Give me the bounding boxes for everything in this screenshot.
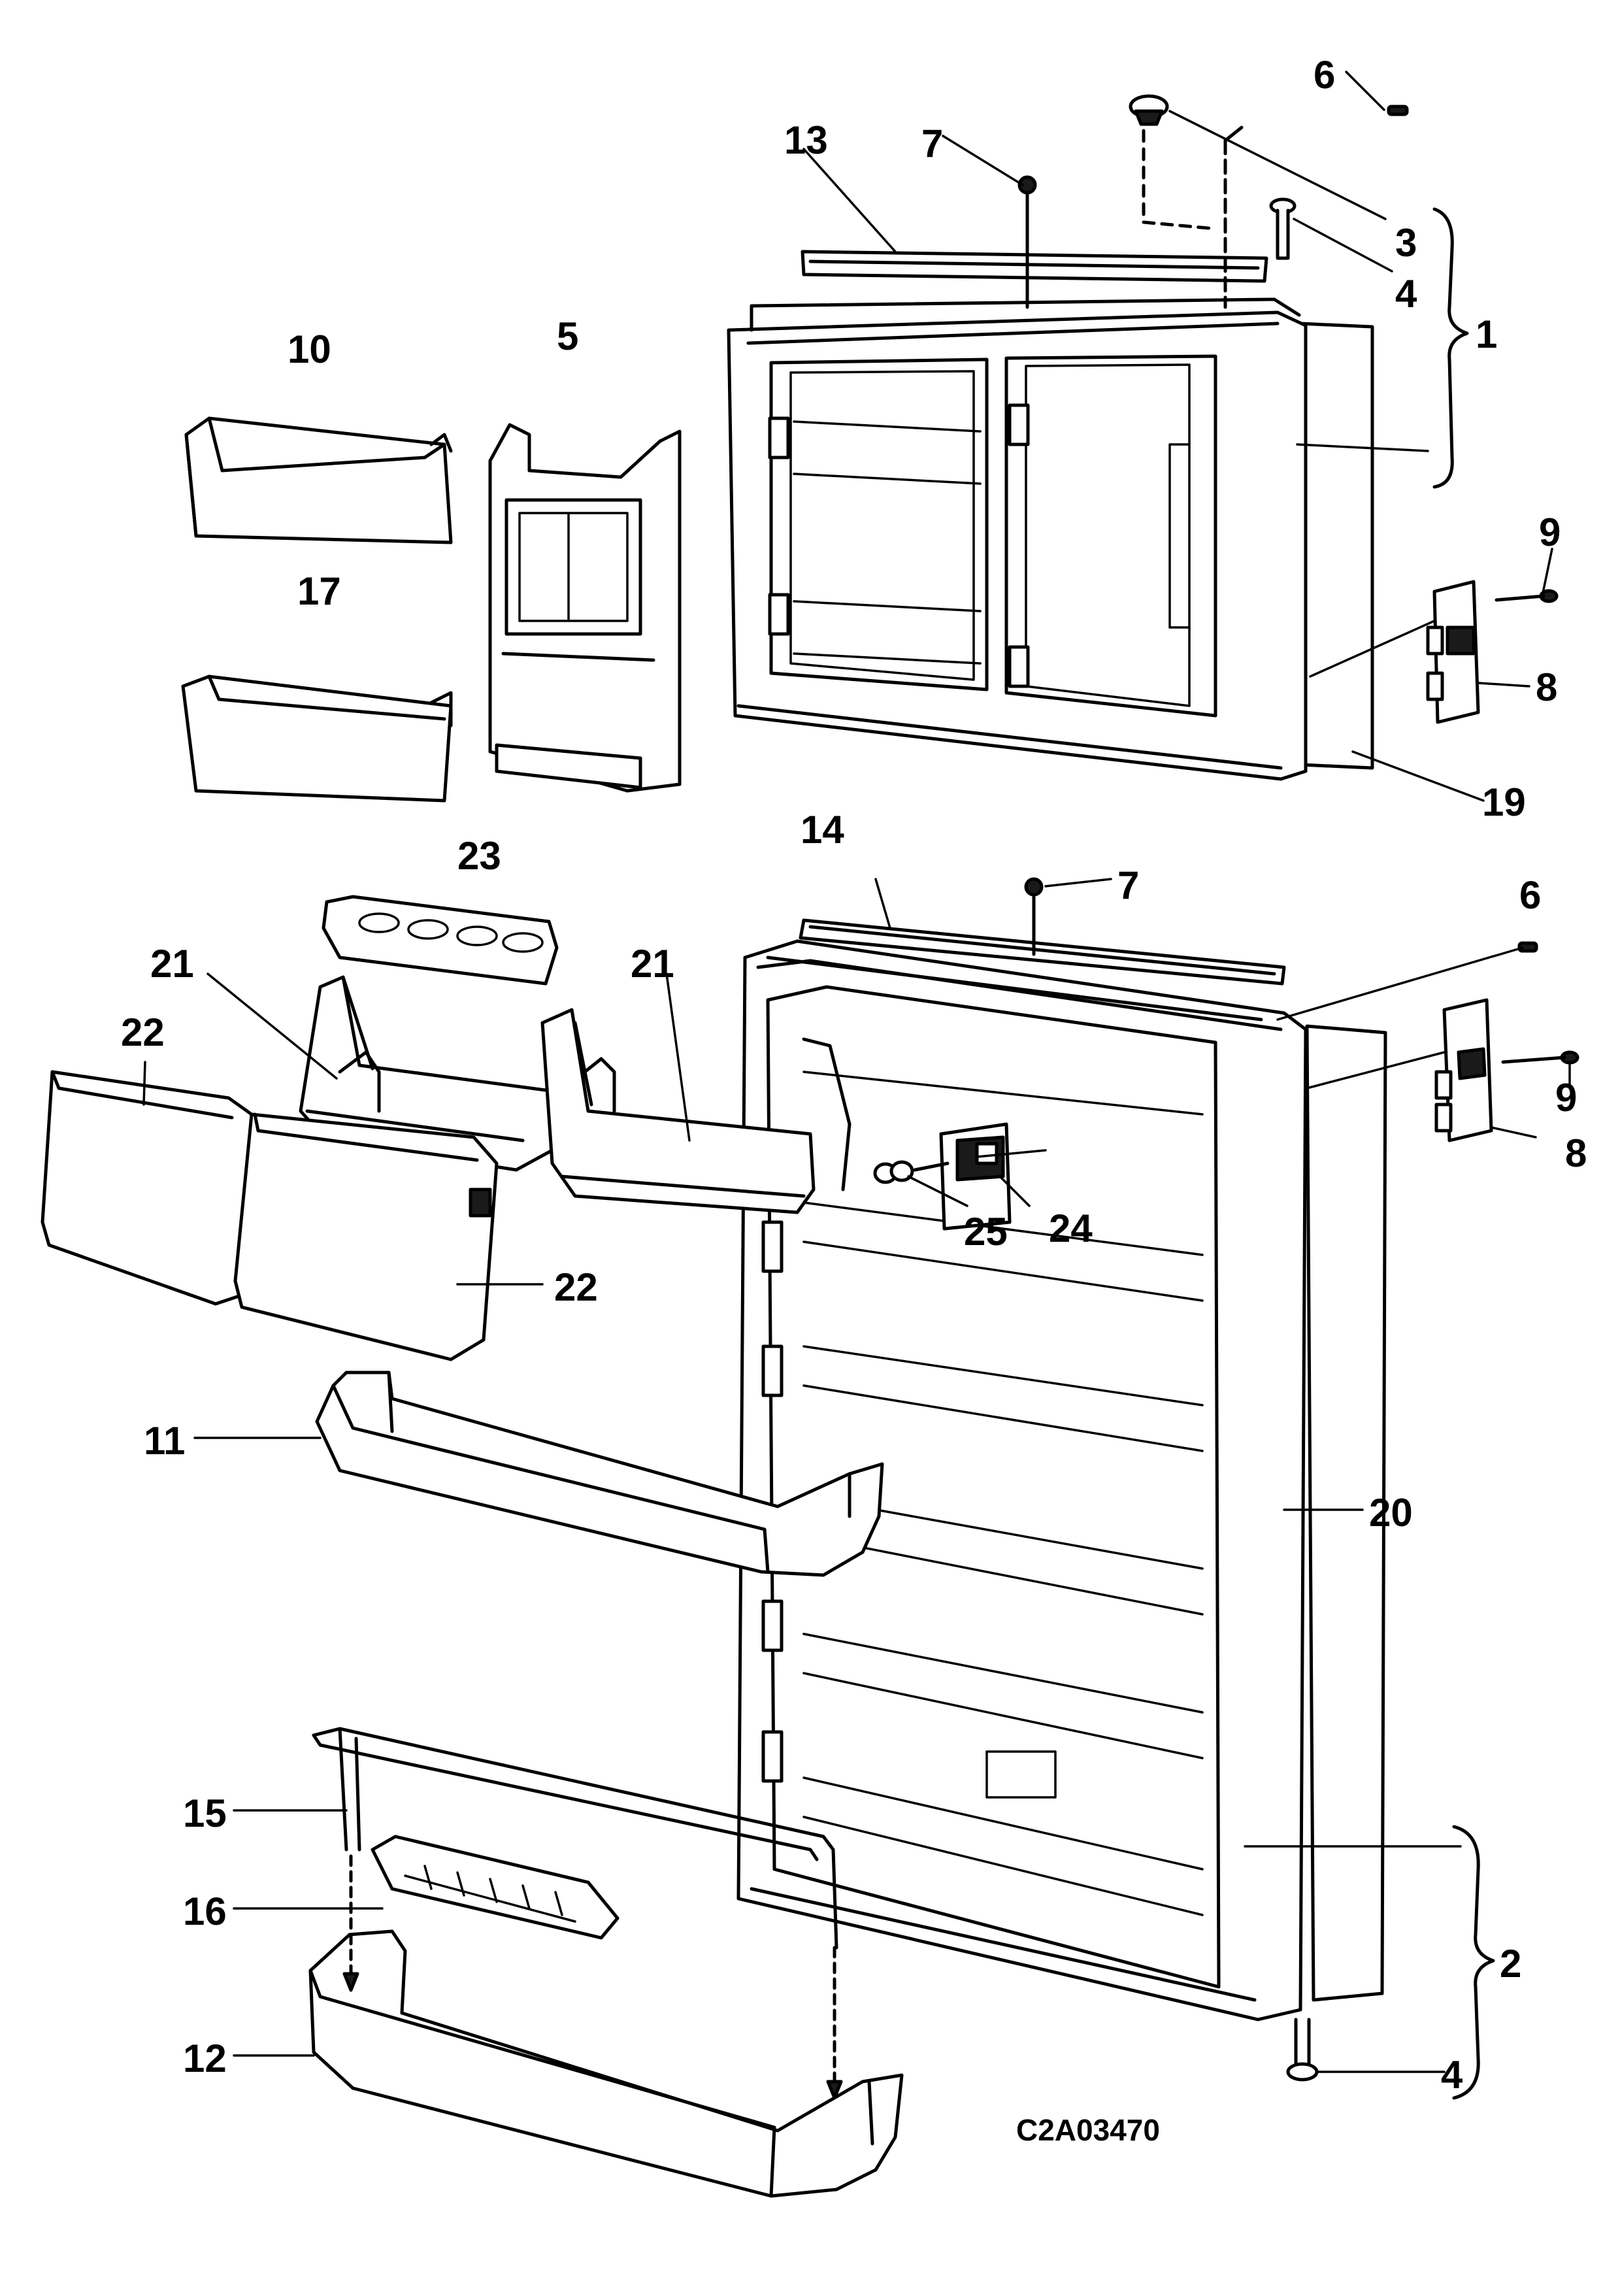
label-part-14: 14 [801, 808, 844, 852]
brace-2 [1452, 1825, 1495, 2100]
screw-7-lower [1024, 877, 1044, 956]
label-part-9-top: 9 [1539, 510, 1561, 554]
leader-lines [142, 71, 1571, 2073]
crossbar-16 [371, 1835, 620, 1940]
label-part-4-top: 4 [1395, 272, 1417, 316]
freezer-door [727, 297, 1374, 781]
screw-7-top [1017, 175, 1037, 309]
label-part-2: 2 [1500, 1942, 1521, 1986]
label-part-23: 23 [457, 834, 501, 878]
label-part-15: 15 [183, 1791, 227, 1835]
egg-tray-23 [322, 895, 559, 986]
bin-22-left [41, 1070, 254, 1306]
screw-4-bottom [1286, 2018, 1319, 2082]
screw-4-top [1269, 197, 1297, 260]
bin-22-right [233, 1112, 499, 1361]
label-part-4-bottom: 4 [1441, 2053, 1463, 2097]
label-part-6-lower: 6 [1519, 873, 1541, 917]
dispenser-5 [488, 423, 682, 793]
shelf-17 [181, 674, 453, 803]
hinge-plug [1129, 94, 1244, 309]
label-part-25: 25 [964, 1210, 1008, 1254]
label-part-8-top: 8 [1536, 665, 1557, 709]
hinge-bracket-top [1426, 580, 1559, 724]
freezer-handle [801, 250, 1268, 283]
label-part-9-lower: 9 [1555, 1076, 1577, 1120]
pin-6-lower [1517, 941, 1538, 953]
shelf-21-right [540, 1008, 851, 1214]
label-part-12: 12 [183, 2037, 227, 2080]
label-part-20: 20 [1369, 1491, 1413, 1535]
part-labels: 6 7 13 3 4 1 10 5 9 8 17 19 14 7 6 23 21… [121, 53, 1587, 2147]
fresh-food-door [736, 939, 1387, 2021]
label-part-13: 13 [784, 118, 828, 162]
label-part-19: 19 [1482, 780, 1526, 824]
label-part-24: 24 [1049, 1206, 1093, 1250]
label-part-16: 16 [183, 1889, 227, 1933]
label-part-10: 10 [288, 327, 331, 371]
label-part-17: 17 [297, 569, 341, 613]
pin-6-top [1387, 105, 1409, 116]
label-part-7-top: 7 [921, 122, 943, 165]
retainer-bar-15 [312, 1727, 838, 1950]
label-part-5: 5 [557, 314, 578, 358]
shelf-10 [184, 416, 453, 544]
fresh-food-handle [799, 918, 1286, 986]
shelf-11 [315, 1371, 884, 1577]
label-part-22-left: 22 [121, 1010, 165, 1054]
label-part-7-lower: 7 [1117, 863, 1139, 907]
label-part-21-right: 21 [631, 942, 674, 986]
label-part-8-lower: 8 [1565, 1131, 1587, 1175]
drawing-code: C2A03470 [1016, 2113, 1160, 2147]
brace-1 [1432, 207, 1469, 489]
label-part-21-left: 21 [150, 942, 194, 986]
label-part-1: 1 [1476, 312, 1497, 356]
shelf-12 [308, 1854, 904, 2198]
label-part-22-right: 22 [554, 1265, 598, 1309]
label-part-11: 11 [144, 1419, 185, 1463]
hinge-bracket-lower [1434, 998, 1579, 1142]
label-part-3: 3 [1395, 221, 1417, 265]
label-part-6-top: 6 [1314, 53, 1335, 97]
